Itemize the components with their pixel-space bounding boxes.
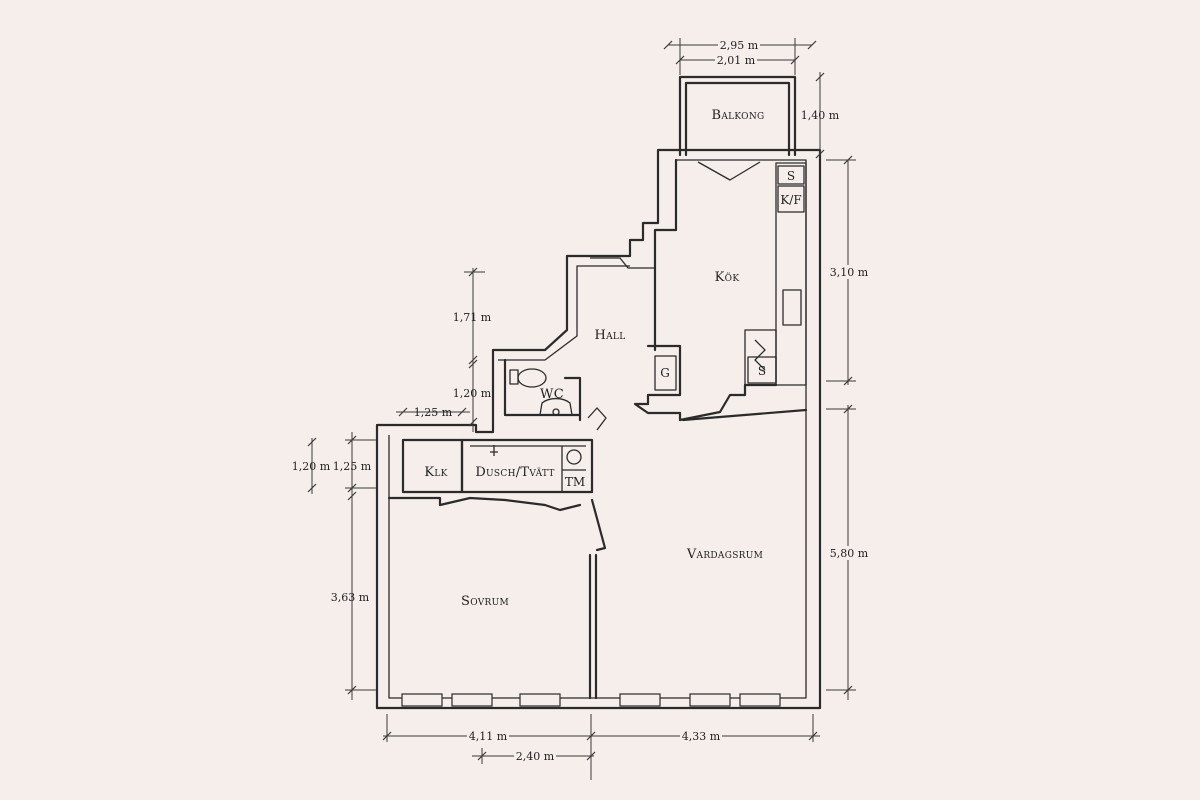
fixture-label-s-top: S [787, 169, 795, 183]
kitchen-corner-unit [744, 329, 777, 386]
sink [782, 289, 802, 326]
room-label-hall: Hall [595, 328, 626, 343]
room-labels: Balkong Kök Hall WC Klk Dusch/Tvätt Vard… [424, 107, 768, 609]
dim-label-bottom-partial: 2,40 m [516, 750, 555, 763]
fixture-label-tm: TM [565, 475, 585, 489]
room-label-balkong: Balkong [711, 108, 764, 123]
kitchen-balcony-door [697, 161, 761, 181]
dim-label-bedroom-height: 3,63 m [331, 591, 370, 604]
dim-label-living-width: 4,33 m [682, 730, 721, 743]
wc-sink-icon [539, 397, 573, 416]
room-label-vardagsrum: Vardagsrum [686, 547, 763, 562]
room-label-klk: Klk [424, 465, 447, 480]
washing-machine-icon [566, 449, 582, 465]
fixture-label-kf: K/F [780, 193, 801, 207]
windows [401, 693, 781, 707]
dim-label-kitchen-length: 3,10 m [830, 266, 869, 279]
klk-walls [401, 438, 464, 494]
dim-label-balcony-outer: 2,95 m [720, 39, 759, 52]
bathroom-inner [470, 445, 586, 492]
room-label-sovrum: Sovrum [461, 594, 509, 609]
bedroom-north-wall [387, 496, 582, 512]
kitchen-counter [744, 162, 807, 386]
room-label-dusch: Dusch/Tvätt [475, 465, 554, 480]
room-label-kok: Kök [715, 270, 740, 285]
dim-label-wc-length: 1,20 m [453, 387, 492, 400]
wc-door [587, 407, 607, 431]
stove-top [777, 165, 805, 185]
stove-bottom [747, 356, 777, 384]
fixture-label-g: G [660, 366, 670, 380]
walls [375, 75, 822, 710]
dimension-labels: 2,95 m 2,01 m 1,40 m 3,10 m 5,80 m 1,71 … [292, 38, 870, 763]
interior-partition [588, 498, 607, 700]
g-closet [633, 344, 682, 415]
dim-label-living-height: 5,80 m [830, 547, 869, 560]
wc-fixtures [509, 368, 573, 416]
dim-label-klk-height-outer: 1,20 m [292, 460, 331, 473]
kitchen-south-wall [678, 383, 778, 422]
balcony-outline [678, 75, 797, 157]
toilet-tank [509, 369, 519, 385]
exterior-wall [375, 148, 822, 710]
hall-top-wall [590, 257, 655, 269]
toilet-icon [517, 368, 547, 388]
wc-walls [503, 358, 582, 422]
fixture-labels: S K/F S G TM [565, 169, 802, 489]
exterior-wall-inner [388, 159, 807, 699]
room-label-wc: WC [540, 387, 564, 402]
shower-head-icon [490, 445, 498, 456]
dim-label-klk-height-inner: 1,25 m [333, 460, 372, 473]
bathroom-fixtures [490, 445, 586, 471]
dim-label-bedroom-width: 4,11 m [469, 730, 508, 743]
fridge-freezer [777, 185, 805, 213]
dim-label-hall-length: 1,71 m [453, 311, 492, 324]
dim-label-balcony-inner: 2,01 m [717, 54, 756, 67]
living-north-wall [681, 408, 808, 422]
kitchen-west-wall [653, 158, 678, 352]
dim-label-balcony-depth: 1,40 m [801, 109, 840, 122]
dim-label-klk-width: 1,25 m [414, 406, 453, 419]
fixture-label-s-bottom: S [758, 364, 766, 378]
